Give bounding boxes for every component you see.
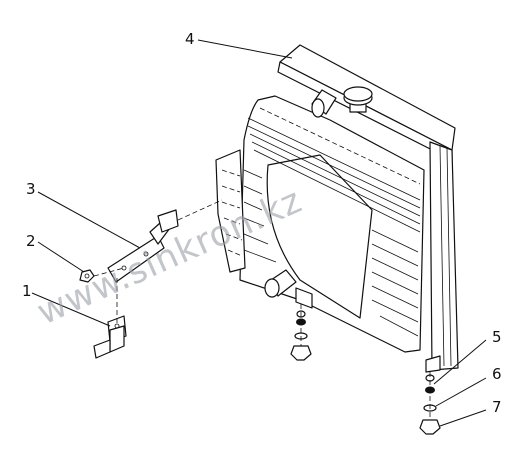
leader-line-1 [31, 292, 111, 327]
leader-line-4 [197, 39, 293, 59]
callout-5: 5 [492, 328, 502, 346]
nut-part-2 [79, 269, 95, 283]
leader-line-3 [37, 191, 141, 249]
upper-pipe [311, 89, 337, 118]
radiator-cap [343, 86, 373, 113]
callout-1: 1 [22, 282, 32, 300]
core-fins [221, 107, 421, 337]
bracket-part-3 [107, 209, 179, 283]
leader-line-6 [435, 377, 487, 407]
leader-line-2 [37, 241, 85, 273]
leader-line-7 [439, 409, 487, 427]
callout-7: 7 [492, 398, 502, 416]
fastener-stack-center [290, 304, 312, 361]
callout-3: 3 [26, 180, 36, 198]
assembly-line-nut [93, 267, 125, 277]
callout-6: 6 [492, 365, 502, 383]
callout-2: 2 [26, 232, 36, 250]
callout-4: 4 [185, 30, 195, 48]
bracket-part-1 [93, 315, 127, 359]
radiator-assembly [215, 44, 459, 373]
leader-line-5 [433, 339, 487, 385]
fastener-stack-right [419, 372, 441, 435]
assembly-line-bracket [177, 199, 223, 221]
lower-pipe [264, 269, 297, 298]
